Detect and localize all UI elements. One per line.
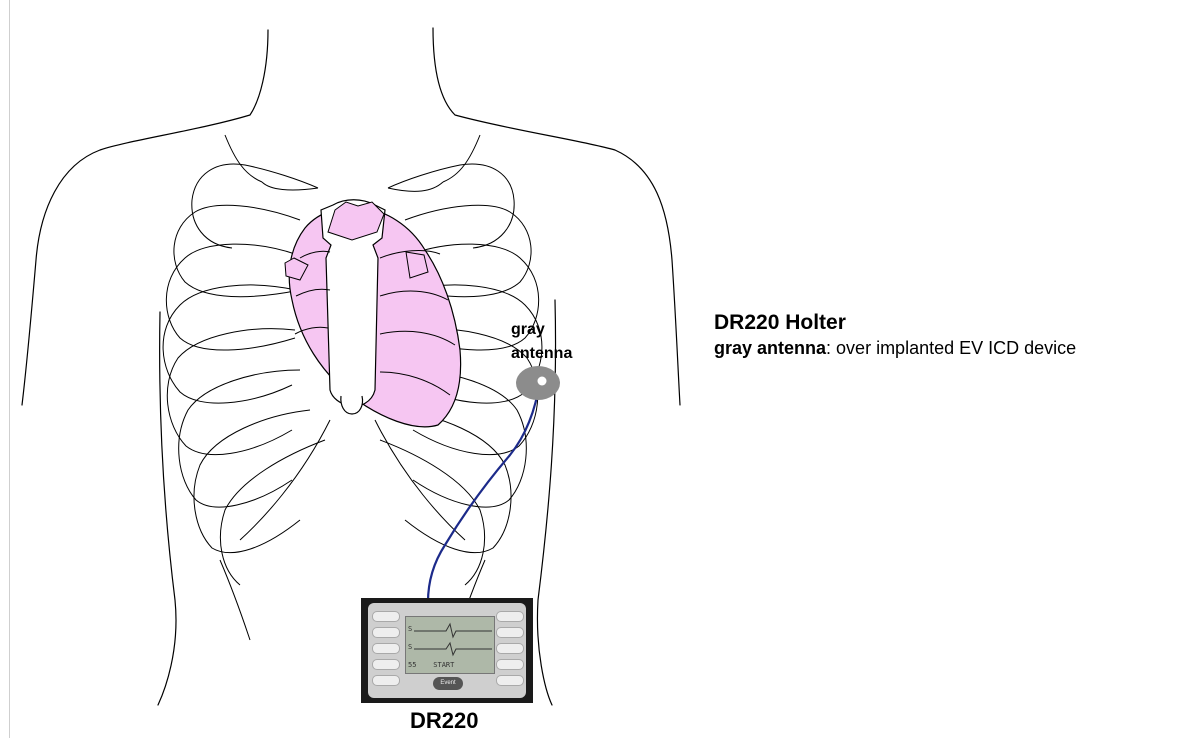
recorder-pad	[372, 659, 400, 670]
rib-left-1	[174, 205, 300, 296]
screen-line-3: 55 START	[408, 661, 454, 669]
screen-line-1: S	[408, 625, 412, 633]
antenna-label: gray antenna	[511, 318, 591, 366]
rib-left-5	[179, 370, 300, 507]
recorder-screen: S S 55 START	[405, 616, 495, 674]
recorder-pad	[372, 611, 400, 622]
legend-item-desc: : over implanted EV ICD device	[826, 338, 1076, 358]
recorder-pad	[372, 675, 400, 686]
screen-line-2: S	[408, 643, 412, 651]
rib-left-7	[220, 440, 325, 585]
event-button: Event	[433, 677, 463, 690]
gray-antenna-icon	[516, 366, 560, 400]
rib-left-3	[163, 285, 296, 403]
recorder-pad	[372, 643, 400, 654]
legend: DR220 Holter gray antenna: over implante…	[714, 310, 1076, 360]
rib-right-7	[380, 440, 485, 585]
recorder-body: S S 55 START Event	[368, 603, 526, 698]
recorder-pad	[496, 627, 524, 638]
legend-item: gray antenna: over implanted EV ICD devi…	[714, 336, 1076, 360]
legend-item-term: gray antenna	[714, 338, 826, 358]
recorder-pad	[496, 611, 524, 622]
recorder-pad	[372, 627, 400, 638]
costal-margin	[240, 420, 465, 540]
antenna-label-line1: gray	[511, 318, 591, 342]
antenna-label-line2: antenna	[511, 342, 591, 366]
legend-title: DR220 Holter	[714, 310, 1076, 336]
device-caption: DR220	[410, 708, 478, 734]
recorder-pad	[496, 643, 524, 654]
rib-left-2	[166, 244, 298, 350]
recorder-pad	[496, 675, 524, 686]
holter-recorder: S S 55 START Event	[361, 598, 533, 703]
recorder-pad	[496, 659, 524, 670]
